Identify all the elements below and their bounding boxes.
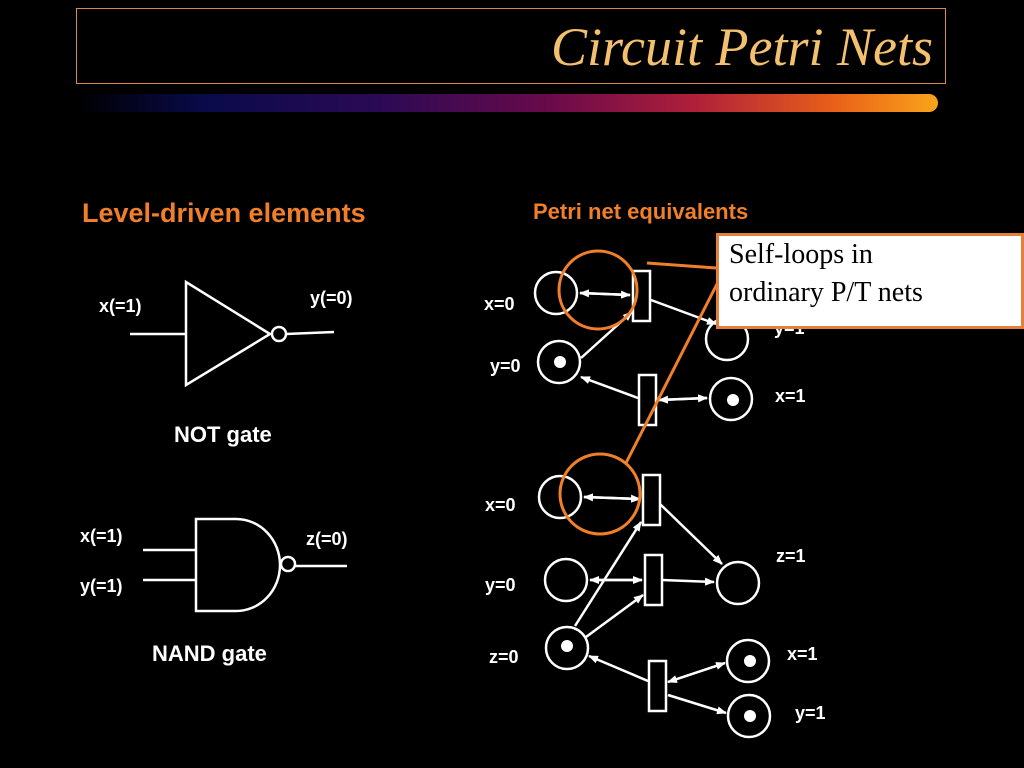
title-frame: Circuit Petri Nets <box>76 8 946 84</box>
place-label: y=0 <box>485 575 516 595</box>
nand-input1-label: x(=1) <box>80 526 123 546</box>
token <box>561 640 573 652</box>
place-label: z=1 <box>776 546 806 566</box>
self-loop-callout: Self-loops in ordinary P/T nets <box>716 233 1024 329</box>
not-gate-symbol <box>130 279 335 388</box>
token <box>727 394 739 406</box>
self-loop-highlights <box>557 249 720 536</box>
title-underline-bar <box>76 94 938 112</box>
place-label: y=1 <box>795 703 826 723</box>
not-output-label: y(=0) <box>310 288 353 308</box>
token <box>554 356 566 368</box>
place-label: x=1 <box>787 644 818 664</box>
not-gate-caption: NOT gate <box>174 422 272 447</box>
token <box>744 655 756 667</box>
right-heading: Petri net equivalents <box>533 199 749 224</box>
nand-input2-label: y(=1) <box>80 576 123 596</box>
slide-title: Circuit Petri Nets <box>551 17 933 77</box>
transition-t1 <box>631 269 652 323</box>
token <box>744 710 756 722</box>
nand-petri-net <box>537 473 772 739</box>
place-x0 <box>533 270 579 316</box>
callout-line-2: ordinary P/T nets <box>729 277 923 308</box>
place-x1 <box>708 376 754 422</box>
left-heading: Level-driven elements <box>82 198 366 228</box>
not-input-label: x(=1) <box>99 296 142 316</box>
callout-line-1: Self-loops in <box>729 239 873 270</box>
place-y1 <box>726 693 772 739</box>
place-label: y=0 <box>490 356 521 376</box>
transition-t1 <box>641 473 662 527</box>
nand-gate-caption: NAND gate <box>152 641 267 666</box>
place-x0 <box>537 474 583 520</box>
place-z0 <box>544 625 590 671</box>
nand-output-label: z(=0) <box>306 529 348 549</box>
place-y0 <box>536 339 582 385</box>
transition-t3 <box>647 659 668 713</box>
place-label: x=0 <box>485 495 516 515</box>
nand-gate-symbol <box>143 517 347 613</box>
place-label: x=0 <box>484 294 515 314</box>
transition-t2 <box>643 553 664 607</box>
transition-t2 <box>637 373 658 427</box>
place-label: z=0 <box>489 647 519 667</box>
place-y0 <box>543 557 589 603</box>
place-z1 <box>715 560 761 606</box>
place-x1 <box>725 638 771 684</box>
place-label: x=1 <box>775 386 806 406</box>
